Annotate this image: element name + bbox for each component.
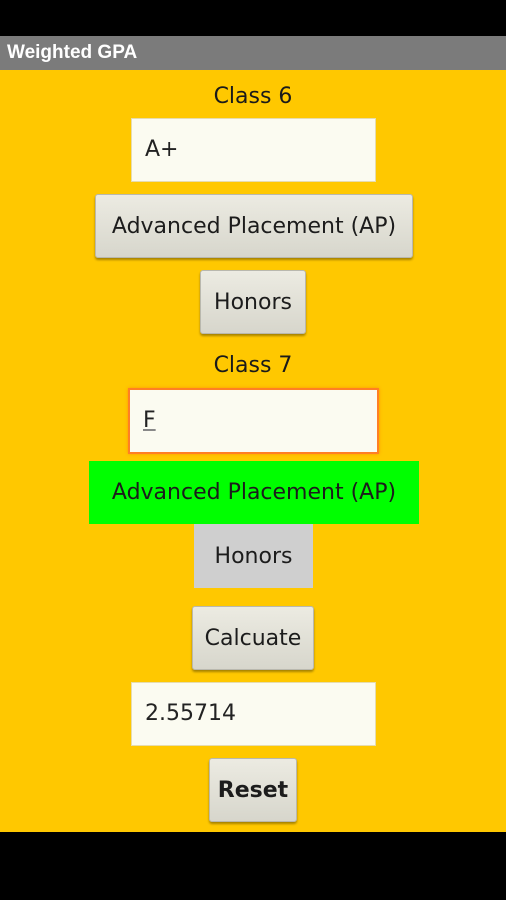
class7-grade-value: F: [143, 408, 156, 433]
navigation-bar: [0, 832, 506, 900]
reset-label: Reset: [217, 777, 289, 803]
class6-label: Class 6: [213, 84, 293, 109]
class7-label: Class 7: [213, 353, 293, 378]
class7-honors-label: Honors: [214, 543, 293, 569]
app-title: Weighted GPA: [7, 42, 138, 63]
status-bar: [0, 0, 506, 36]
app-title-bar: Weighted GPA: [0, 36, 506, 70]
class7-ap-button[interactable]: Advanced Placement (AP): [89, 461, 419, 524]
class6-ap-label: Advanced Placement (AP): [111, 213, 397, 239]
class6-ap-button[interactable]: Advanced Placement (AP): [95, 194, 413, 258]
class6-honors-button[interactable]: Honors: [200, 270, 306, 334]
class7-ap-label: Advanced Placement (AP): [111, 480, 397, 505]
class6-grade-value: A+: [145, 137, 179, 162]
class6-honors-label: Honors: [214, 289, 292, 315]
result-field[interactable]: 2.55714: [131, 682, 376, 746]
calculate-button[interactable]: Calcuate: [192, 606, 314, 670]
calculate-label: Calcuate: [204, 625, 302, 651]
main-content[interactable]: Class 6 A+ Advanced Placement (AP) Honor…: [0, 70, 506, 832]
result-value: 2.55714: [145, 701, 236, 726]
reset-button[interactable]: Reset: [209, 758, 297, 822]
class6-grade-field[interactable]: A+: [131, 118, 376, 182]
class7-honors-button[interactable]: Honors: [194, 524, 313, 588]
class7-grade-field[interactable]: F: [128, 388, 379, 454]
